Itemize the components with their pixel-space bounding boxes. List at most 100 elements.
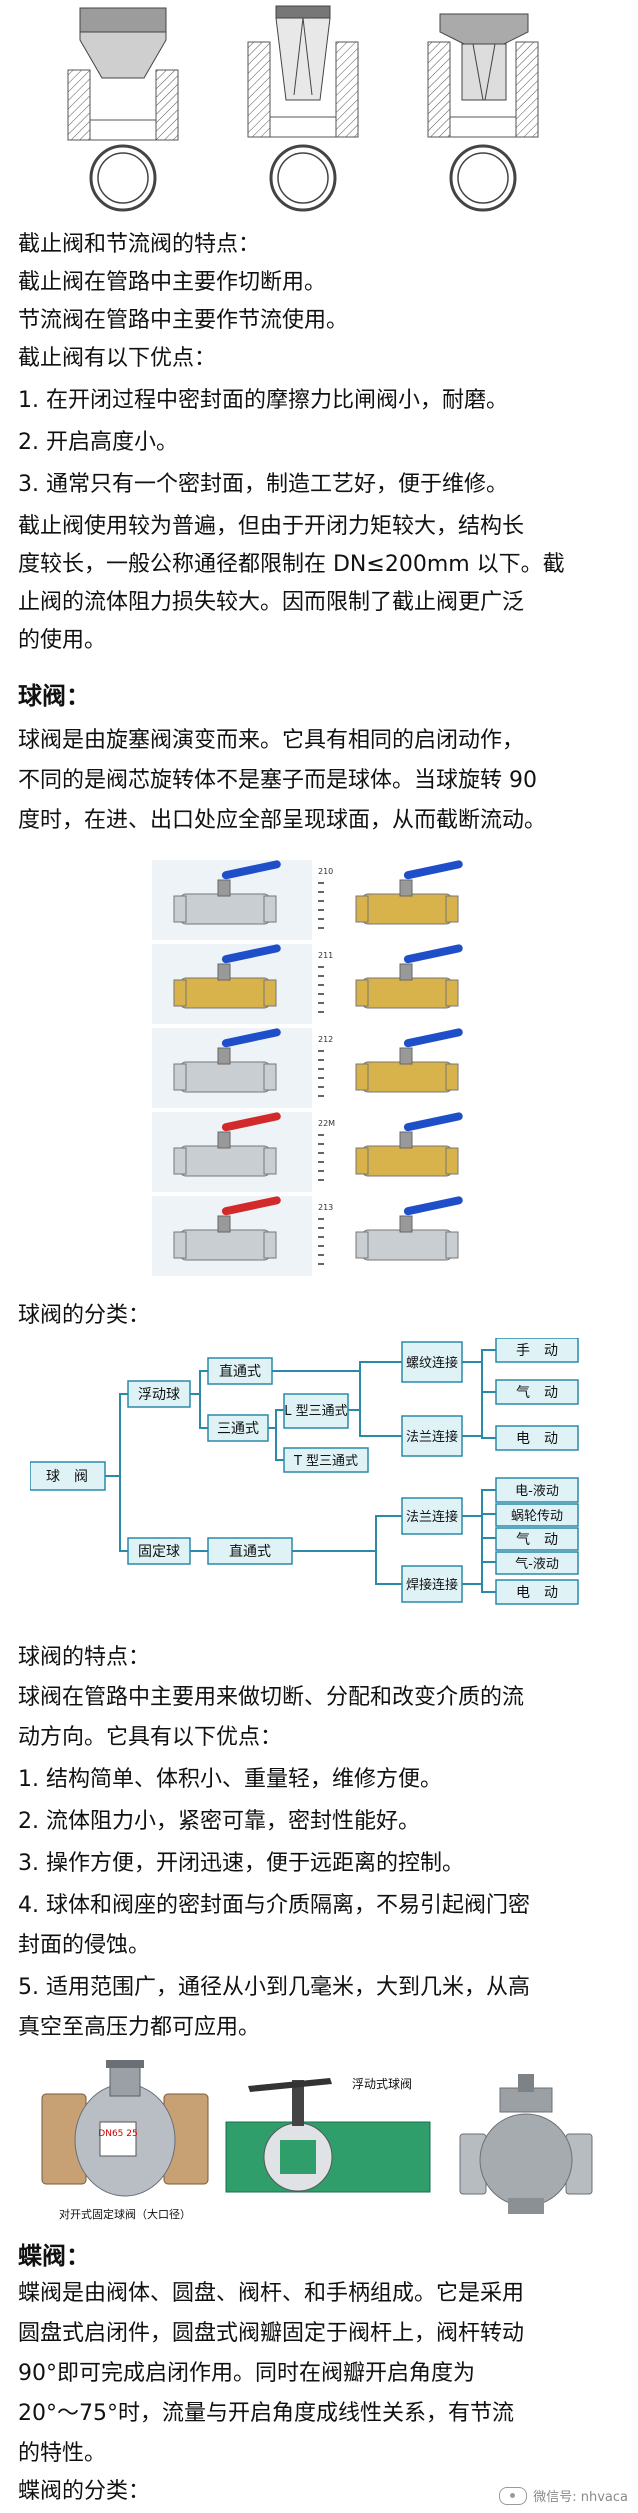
photo-spec-mark xyxy=(318,1170,324,1172)
seat-diagram-3 xyxy=(427,13,539,212)
tree-label: 球 阀 xyxy=(46,1469,88,1485)
tree-node-floating: 浮动球 xyxy=(127,1380,191,1408)
photo-spec-mark xyxy=(318,993,324,995)
ball-adv-item: 4. 球体和阀座的密封面与介质隔离，不易引起阀门密 xyxy=(18,1893,530,1918)
photo-spec-mark xyxy=(318,1236,324,1238)
photo-spec-mark xyxy=(318,1227,324,1229)
ball-valve-photo xyxy=(355,1112,463,1177)
svg-text:电-液动: 电-液动 xyxy=(515,1484,559,1499)
photo-spec-mark xyxy=(318,882,324,884)
photo-spec-mark xyxy=(318,1068,324,1070)
photo-spec-mark xyxy=(318,1077,324,1079)
ball-valve-photo xyxy=(355,1196,463,1261)
butterfly-desc-line: 圆盘式启闭件，圆盘式阀瓣固定于阀杆上，阀杆转动 xyxy=(18,2321,525,2346)
svg-text:气 动: 气 动 xyxy=(516,1385,558,1401)
tree-node-straight: 直通式 xyxy=(207,1357,273,1385)
globe-limit-line: 度较长，一般公称通径都限制在 DN≤200mm 以下。截 xyxy=(18,552,565,577)
svg-text:L 型三通式: L 型三通式 xyxy=(284,1404,347,1419)
butterfly-desc-line: 蝶阀是由阀体、圆盘、阀杆、和手柄组成。它是采用 xyxy=(18,2281,525,2306)
globe-adv-item: 1. 在开闭过程中密封面的摩擦力比闸阀小，耐磨。 xyxy=(18,388,508,413)
photo-code: 211 xyxy=(318,951,333,960)
ball-desc-line: 不同的是阀芯旋转体不是塞子而是球体。当球旋转 90 xyxy=(18,768,537,793)
svg-text:直通式: 直通式 xyxy=(229,1543,271,1560)
svg-text:法兰连接: 法兰连接 xyxy=(406,1429,458,1445)
tree-node-t-type: T 型三通式 xyxy=(283,1447,369,1473)
ball-adv-item: 5. 适用范围广，通径从小到几毫米，大到几米，从高 xyxy=(18,1975,530,2000)
butterfly-desc-line: 20°～75°时，流量与开启角度成线性关系，有节流 xyxy=(18,2401,514,2426)
svg-text:三通式: 三通式 xyxy=(217,1421,259,1437)
svg-text:手 动: 手 动 xyxy=(516,1343,558,1359)
tree-node-weld: 焊接连接 xyxy=(401,1565,463,1603)
ball-adv-item: 3. 操作方便，开闭迅速，便于远距离的控制。 xyxy=(18,1851,464,1876)
svg-text:电 动: 电 动 xyxy=(516,1431,558,1447)
globe-adv-title: 截止阀有以下优点： xyxy=(18,346,217,371)
photo-spec-mark xyxy=(318,1002,324,1004)
photo-spec-mark xyxy=(318,900,324,902)
svg-text:气-液动: 气-液动 xyxy=(515,1556,559,1572)
tree-node-straight-fixed: 直通式 xyxy=(207,1537,293,1565)
photo-code: 210 xyxy=(318,867,333,876)
tree-node-pneu-hyd: 气-液动 xyxy=(495,1551,579,1575)
photo-spec-mark xyxy=(318,1263,324,1265)
photo-spec-mark xyxy=(318,1218,324,1220)
svg-text:固定球: 固定球 xyxy=(138,1544,180,1560)
photo-spec-mark xyxy=(318,1152,324,1154)
photo-spec-mark xyxy=(318,975,324,977)
photo-spec-mark xyxy=(318,966,324,968)
throttle-use-text: 节流阀在管路中主要作节流使用。 xyxy=(18,308,349,333)
photo-spec-mark xyxy=(318,1134,324,1136)
caption-split-fixed: 对开式固定球阀（大口径） xyxy=(59,2207,191,2221)
ball-adv-item: 2. 流体阻力小，紧密可靠，密封性能好。 xyxy=(18,1809,420,1834)
globe-use-text: 截止阀在管路中主要作切断用。 xyxy=(18,270,327,295)
ball-adv-item: 真空至高压力都可应用。 xyxy=(18,2015,261,2040)
watermark: 微信号: nhvaca xyxy=(499,2486,628,2505)
photo-spec-mark xyxy=(318,1245,324,1247)
ball-valve-photo xyxy=(173,1028,281,1093)
split-fixed-ball-valve-image: DN65 25 对开式固定球阀（大口径） xyxy=(41,2060,209,2221)
photo-spec-mark xyxy=(318,927,324,929)
ball-valve-photo xyxy=(173,944,281,1009)
photo-code: 22M xyxy=(318,1119,335,1128)
seat-diagram-2 xyxy=(247,5,359,212)
photo-spec-mark xyxy=(318,1095,324,1097)
globe-limit-line: 截止阀使用较为普遍，但由于开闭力矩较大，结构长 xyxy=(18,514,525,539)
tree-node-flange2: 法兰连接 xyxy=(401,1497,463,1535)
photo-code: 213 xyxy=(318,1203,333,1212)
ball-features-line: 球阀在管路中主要用来做切断、分配和改变介质的流 xyxy=(18,1685,525,1710)
tree-node-thread: 螺纹连接 xyxy=(401,1341,463,1383)
tree-node-worm: 蜗轮传动 xyxy=(495,1503,579,1527)
tree-node-l-type: L 型三通式 xyxy=(283,1393,349,1429)
wechat-icon xyxy=(499,2486,528,2505)
butterfly-desc-line: 90°即可完成启闭作用。同时在阀瓣开启角度为 xyxy=(18,2361,475,2386)
ball-valve-photo xyxy=(355,944,463,1009)
tree-node-electric: 电 动 xyxy=(495,1425,579,1451)
butterfly-valve-heading: 蝶阀： xyxy=(18,2242,90,2270)
svg-text:蜗轮传动: 蜗轮传动 xyxy=(511,1508,563,1524)
floating-ball-valve-image: 浮动式球阀 xyxy=(225,2077,431,2193)
photo-spec-mark xyxy=(318,1161,324,1163)
photo-spec-mark xyxy=(318,1143,324,1145)
photo-spec-mark xyxy=(318,909,324,911)
globe-limit-line: 的使用。 xyxy=(18,628,107,653)
ball-adv-item: 1. 结构简单、体积小、重量轻，维修方便。 xyxy=(18,1767,442,1792)
photo-code: 212 xyxy=(318,1035,333,1044)
globe-adv-item: 3. 通常只有一个密封面，制造工艺好，便于维修。 xyxy=(18,472,508,497)
watermark-text: 微信号: nhvaca xyxy=(533,2490,628,2505)
photo-spec-mark xyxy=(318,984,324,986)
valve-tag: DN65 25 xyxy=(98,2129,137,2139)
ball-valve-photo xyxy=(355,1028,463,1093)
photo-spec-mark xyxy=(318,1011,324,1013)
ball-desc-line: 球阀是由旋塞阀演变而来。它具有相同的启闭动作， xyxy=(18,728,525,753)
heading-globe-throttle: 截止阀和节流阀的特点： xyxy=(18,232,261,257)
svg-text:法兰连接: 法兰连接 xyxy=(406,1509,458,1525)
tree-node-three-way: 三通式 xyxy=(207,1414,269,1442)
photo-spec-mark xyxy=(318,891,324,893)
svg-text:螺纹连接: 螺纹连接 xyxy=(406,1355,458,1371)
svg-text:焊接连接: 焊接连接 xyxy=(406,1577,458,1593)
ball-valve-photo xyxy=(173,1112,281,1177)
svg-text:电 动: 电 动 xyxy=(516,1585,558,1601)
ball-valve-photo xyxy=(355,860,463,925)
photo-spec-mark xyxy=(318,1050,324,1052)
ball-valve-photo xyxy=(173,860,281,925)
